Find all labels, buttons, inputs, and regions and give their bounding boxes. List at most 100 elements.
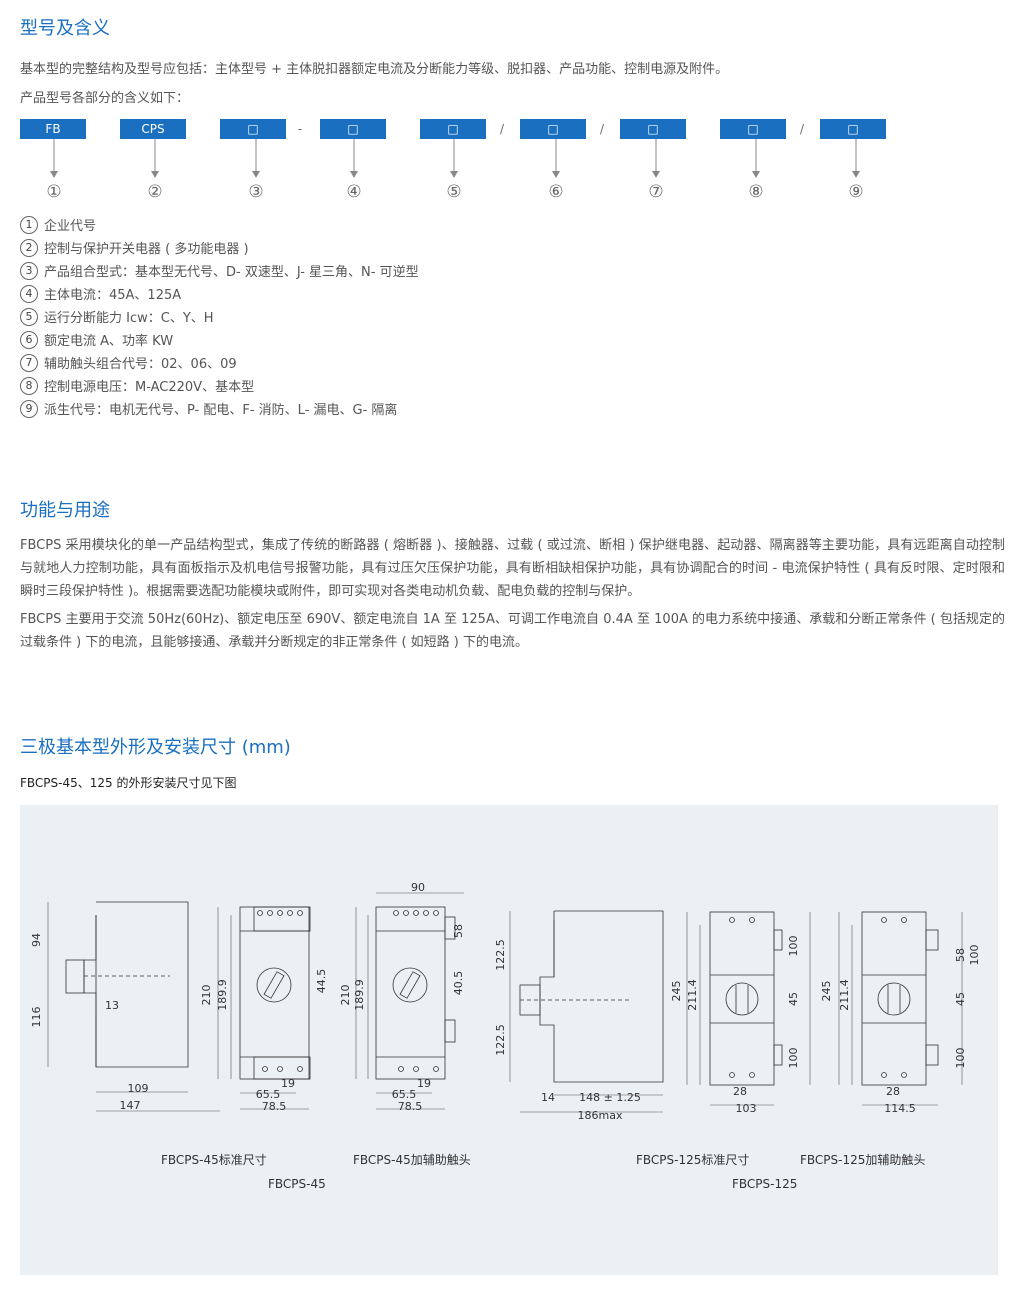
dim-label: 58 [452, 924, 465, 938]
model-number-1: ① [46, 182, 61, 202]
dim-label: 28 [886, 1085, 900, 1098]
legend-number: 7 [20, 353, 38, 372]
dim-label: 114.5 [884, 1102, 916, 1115]
legend-item: 1 企业代号 [20, 213, 419, 236]
model-separator: / [499, 122, 505, 136]
caption-fbcps45-std: FBCPS-45标准尺寸 [161, 1153, 267, 1167]
dim-label: 116 [30, 1007, 43, 1028]
legend-item: 8 控制电源电压：M-AC220V、基本型 [20, 374, 419, 397]
legend-text: 辅助触头组合代号：02、06、09 [44, 357, 237, 372]
model-arrows: ① ② ③ ④ ⑤ ⑥ ⑦ ⑧ ⑨ [46, 139, 864, 202]
legend-number: 9 [20, 399, 38, 418]
dim-label: 148 ± 1.25 [579, 1091, 641, 1104]
legend-text: 企业代号 [44, 219, 97, 234]
model-number-3: ③ [248, 182, 263, 202]
legend-number: 8 [20, 376, 38, 395]
legend-text: 控制与保护开关电器 ( 多功能电器 ) [44, 242, 249, 257]
caption-fbcps125-std: FBCPS-125标准尺寸 [636, 1153, 750, 1167]
model-box-6: □ [520, 119, 586, 139]
model-legend: 1 企业代号 2 控制与保护开关电器 ( 多功能电器 ) 3 产品组合型式：基本型无代… [20, 213, 419, 420]
legend-item: 9 派生代号：电机无代号、P- 配电、F- 消防、L- 漏电、G- 隔离 [20, 397, 419, 420]
caption-fbcps125: FBCPS-125 [732, 1177, 798, 1191]
model-number-2: ② [147, 182, 162, 202]
dim-label: 147 [120, 1099, 141, 1112]
dim-label: 186max [578, 1109, 623, 1122]
legend-text: 运行分断能力 Icw：C、Y、H [44, 311, 214, 326]
dim-label: 19 [281, 1077, 295, 1090]
dim-label: 109 [128, 1082, 149, 1095]
dim-label: 103 [736, 1102, 757, 1115]
model-separator: - [297, 122, 303, 136]
caption-fbcps45-aux: FBCPS-45加辅助触头 [353, 1153, 471, 1167]
legend-number: 4 [20, 284, 38, 303]
legend-text: 产品组合型式：基本型无代号、D- 双速型、J- 星三角、N- 可逆型 [44, 265, 419, 280]
model-box-9: □ [820, 119, 886, 139]
model-number-8: ⑧ [748, 182, 763, 202]
legend-number: 5 [20, 307, 38, 326]
dim-label: 100 [787, 936, 800, 957]
dim-label: 44.5 [315, 969, 328, 994]
dim-label: 94 [30, 933, 43, 947]
section-title-function: 功能与用途 [20, 500, 110, 521]
dim-label: 189.9 [216, 979, 229, 1011]
dim-label: 14 [541, 1091, 555, 1104]
dim-label: 210 [339, 985, 352, 1006]
dim-label: 210 [200, 985, 213, 1006]
model-box-8: □ [720, 119, 786, 139]
dim-label: 19 [417, 1077, 431, 1090]
legend-number: 1 [20, 215, 38, 234]
model-box-5: □ [420, 119, 486, 139]
caption-fbcps125-aux: FBCPS-125加辅助触头 [800, 1153, 926, 1167]
dim-label: 245 [820, 981, 833, 1002]
section-title-model: 型号及含义 [20, 18, 110, 39]
model-separator: / [599, 122, 605, 136]
legend-item: 2 控制与保护开关电器 ( 多功能电器 ) [20, 236, 419, 259]
legend-number: 3 [20, 261, 38, 280]
model-box-2: CPS [120, 119, 186, 139]
legend-item: 6 额定电流 A、功率 KW [20, 328, 419, 351]
model-number-7: ⑦ [648, 182, 663, 202]
dim-label: 122.5 [494, 939, 507, 971]
legend-item: 7 辅助触头组合代号：02、06、09 [20, 351, 419, 374]
dim-label: 100 [968, 945, 981, 966]
model-code-row: FB CPS □ - □ □ / □ / □ □ / □ [0, 119, 1024, 139]
model-number-4: ④ [346, 182, 361, 202]
section-title-dimensions: 三极基本型外形及安装尺寸 (mm) [20, 737, 291, 758]
legend-text: 派生代号：电机无代号、P- 配电、F- 消防、L- 漏电、G- 隔离 [44, 403, 398, 418]
dimension-drawing-panel: 94 116 13 109 147 210 189.9 44.5 65.5 19… [20, 805, 998, 1275]
legend-text: 额定电流 A、功率 KW [44, 334, 174, 349]
function-paragraph-1: FBCPS 采用模块化的单一产品结构型式，集成了传统的断路器 ( 熔断器 )、接… [20, 538, 1005, 599]
dim-label: 122.5 [494, 1024, 507, 1056]
dimensions-subtitle: FBCPS-45、125 的外形安装尺寸见下图 [20, 776, 237, 790]
model-box-4: □ [320, 119, 386, 139]
model-intro-2: 产品型号各部分的含义如下： [20, 91, 190, 106]
legend-text: 控制电源电压：M-AC220V、基本型 [44, 380, 255, 395]
dimension-drawings: 94 116 13 109 147 210 189.9 44.5 65.5 19… [30, 881, 981, 1122]
dim-label: 90 [411, 881, 425, 894]
legend-number: 6 [20, 330, 38, 349]
dim-label: 78.5 [398, 1100, 423, 1113]
dim-label: 189.9 [353, 979, 366, 1011]
legend-item: 5 运行分断能力 Icw：C、Y、H [20, 305, 419, 328]
model-separator: / [799, 122, 805, 136]
dim-label: 211.4 [838, 979, 851, 1011]
caption-fbcps45: FBCPS-45 [268, 1177, 326, 1191]
dim-label: 65.5 [256, 1088, 281, 1101]
dim-label: 40.5 [452, 971, 465, 996]
dim-label: 28 [733, 1085, 747, 1098]
dim-label: 211.4 [686, 979, 699, 1011]
dim-label: 78.5 [262, 1100, 287, 1113]
model-intro: 基本型的完整结构及型号应包括：主体型号 + 主体脱扣器额定电流及分断能力等级、脱… [20, 62, 729, 77]
model-box-3: □ [220, 119, 286, 139]
dim-label: 45 [787, 992, 800, 1006]
dim-label: 245 [670, 981, 683, 1002]
model-box-7: □ [620, 119, 686, 139]
model-number-6: ⑥ [548, 182, 563, 202]
dim-label: 45 [954, 992, 967, 1006]
legend-item: 3 产品组合型式：基本型无代号、D- 双速型、J- 星三角、N- 可逆型 [20, 259, 419, 282]
legend-number: 2 [20, 238, 38, 257]
dim-label: 65.5 [392, 1088, 417, 1101]
model-number-9: ⑨ [848, 182, 863, 202]
model-number-5: ⑤ [446, 182, 461, 202]
